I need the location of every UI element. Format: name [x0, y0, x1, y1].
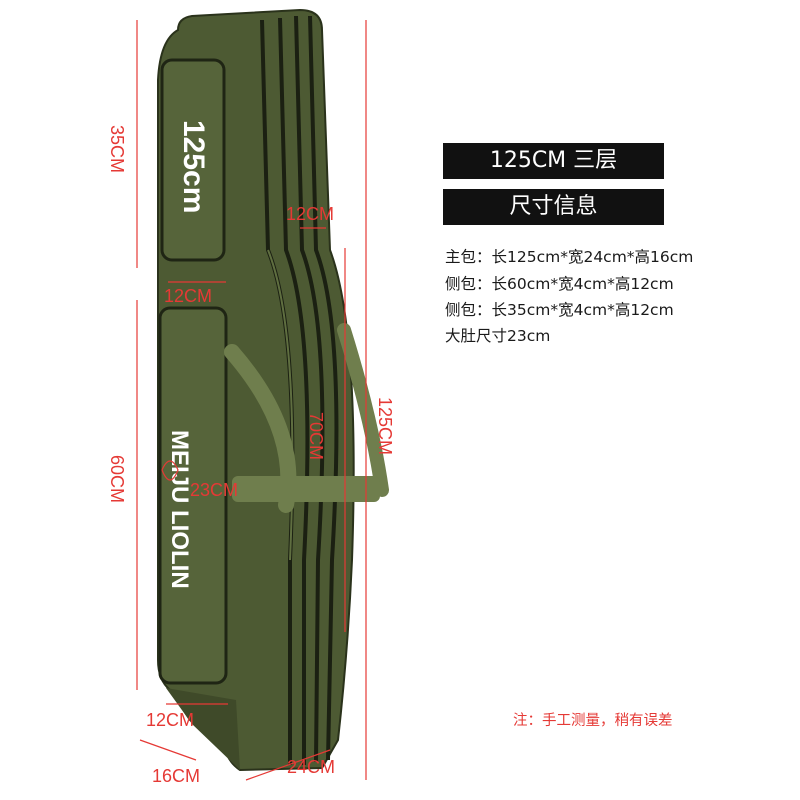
dim-bottom-pocket-width: 12CM: [146, 710, 195, 730]
info-subtitle: 尺寸信息: [443, 189, 664, 225]
spec-line-side-2: 侧包：长35cm*宽4cm*高12cm: [445, 301, 674, 319]
dimension-lines: [136, 20, 367, 781]
dim-depth: 16CM: [152, 766, 201, 786]
info-title: 125CM 三层: [443, 143, 664, 179]
dim-top-pocket-width: 12CM: [164, 286, 213, 306]
size-print: 125cm: [177, 120, 210, 213]
spec-line-main: 主包：长125cm*宽24cm*高16cm: [445, 248, 694, 266]
spec-line-side-1: 侧包：长60cm*宽4cm*高12cm: [445, 275, 674, 293]
dim-width: 24CM: [287, 757, 336, 777]
spec-line-belly: 大肚尺寸23cm: [445, 327, 551, 345]
dim-side-gap: 12CM: [286, 204, 335, 224]
dim-middle-pocket-height: 60CM: [107, 455, 127, 504]
brand-print: MEIJU LIOLIN: [166, 430, 193, 589]
dim-total-length: 125CM: [375, 397, 395, 456]
measurement-note: 注：手工测量，稍有误差: [513, 713, 673, 729]
dim-middle-pocket-width: 23CM: [190, 480, 239, 500]
dim-compartment-length: 70CM: [306, 412, 326, 461]
fishing-rod-bag: [157, 8, 389, 772]
dim-top-pocket-height: 35CM: [107, 125, 127, 174]
